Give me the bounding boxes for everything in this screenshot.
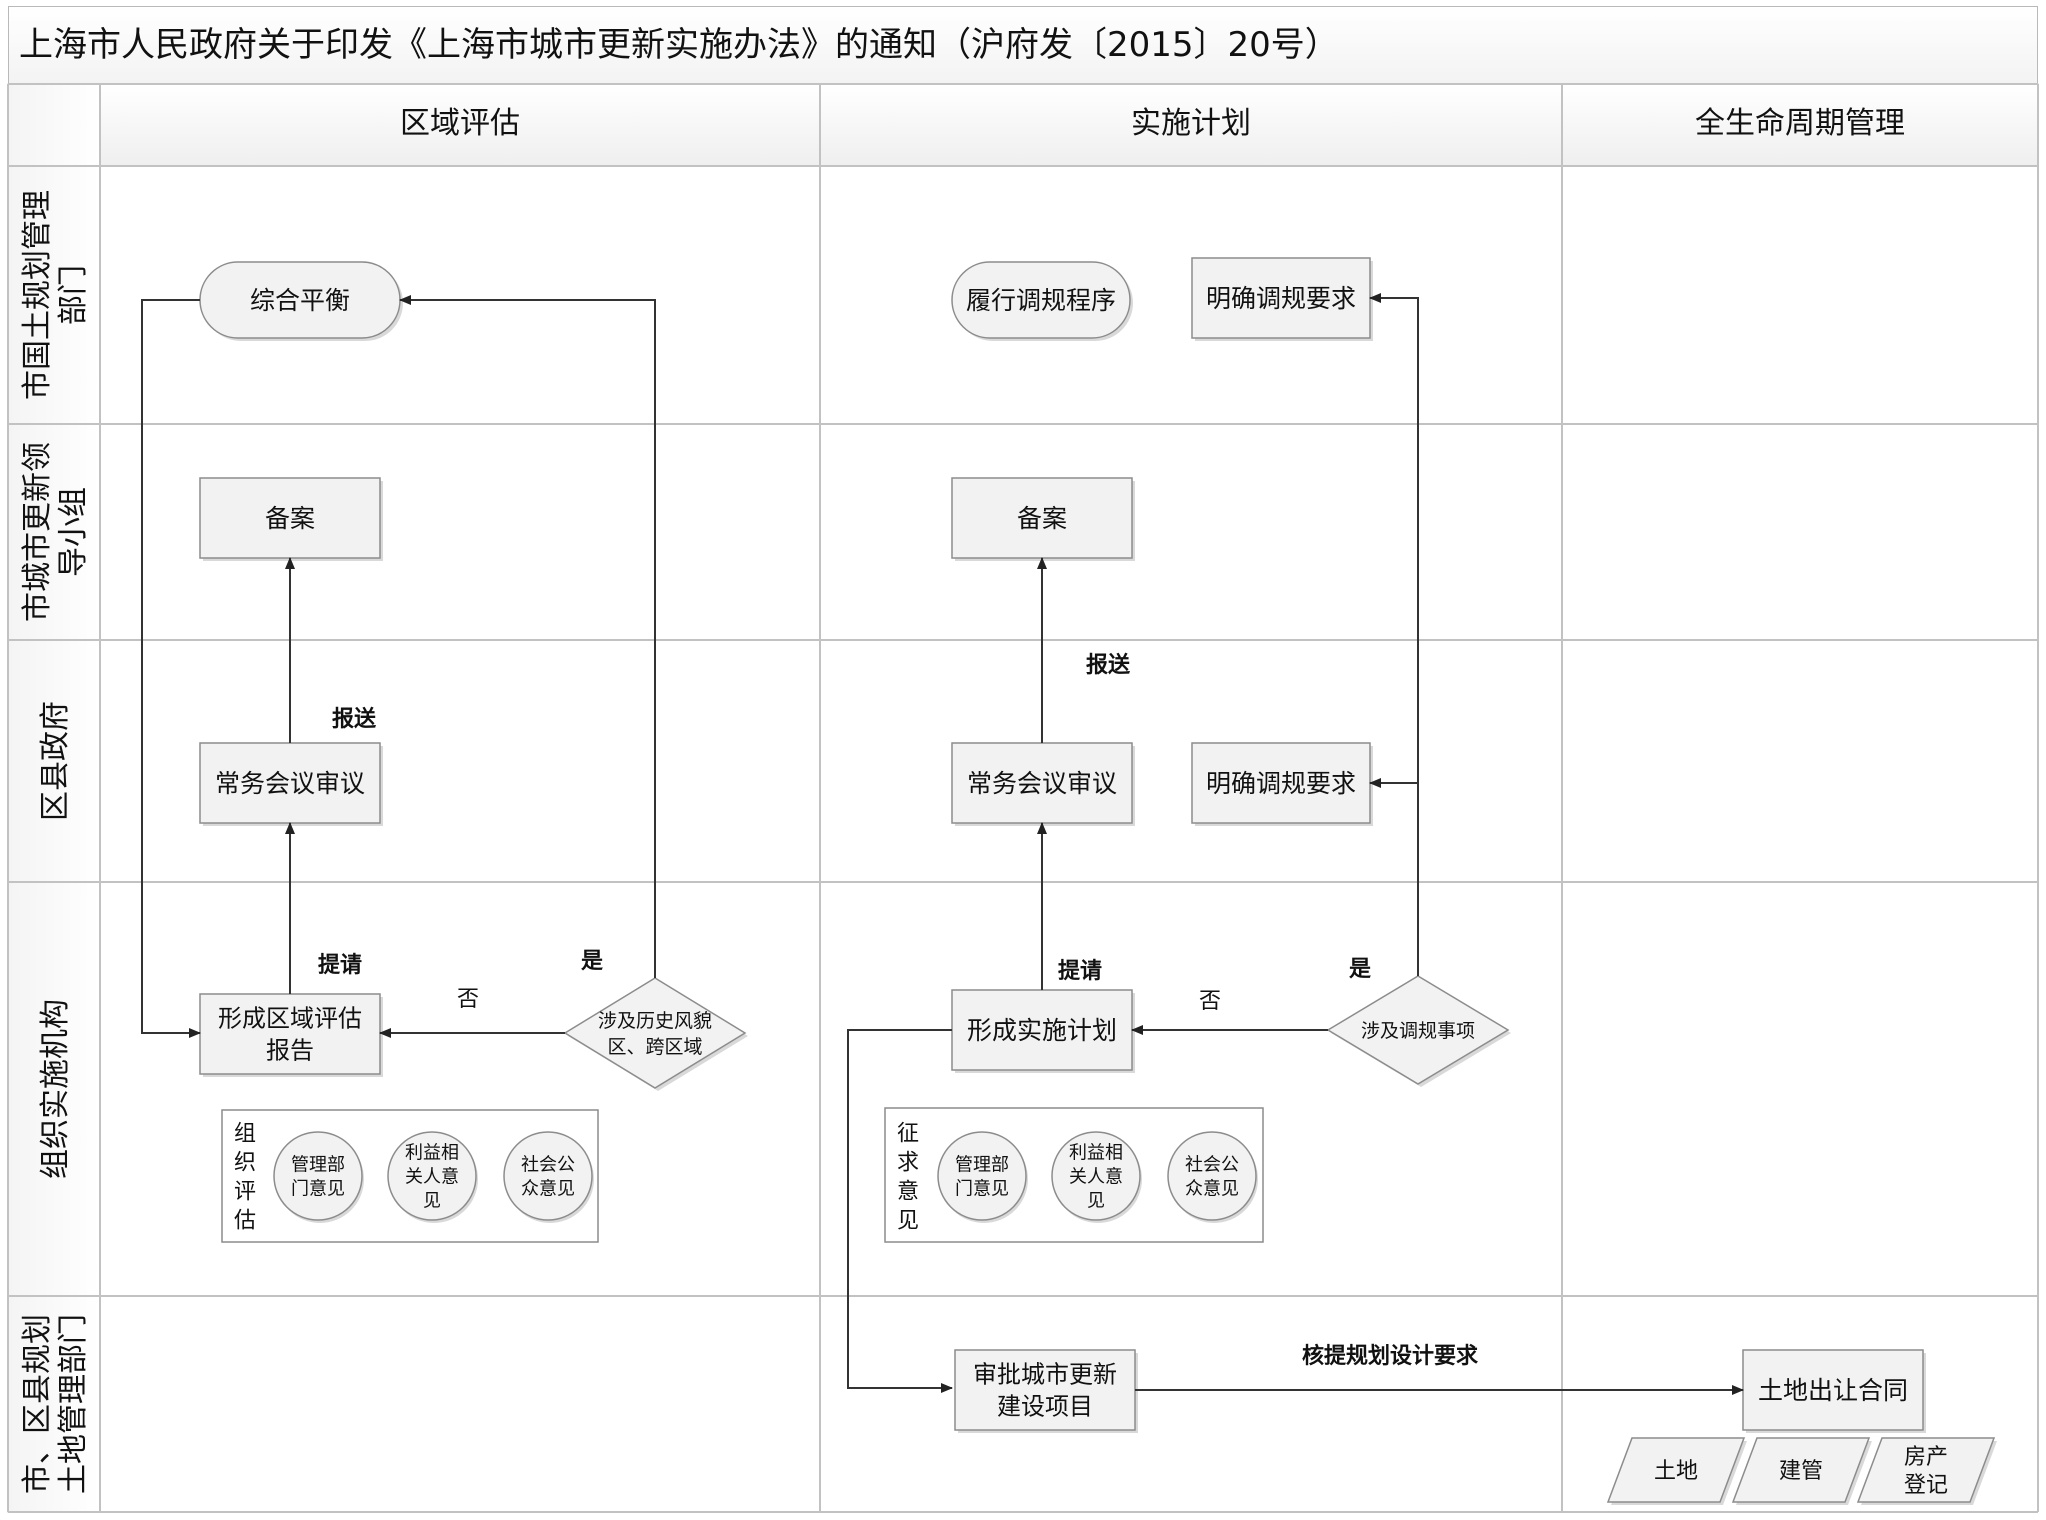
edge-decision2-yes-top (1369, 293, 1419, 976)
node-form-implementation-plan: 形成实施计划 (951, 989, 1135, 1073)
svg-text:管理部门意见: 管理部门意见 (955, 1154, 1009, 1199)
node-land-transfer-contract: 土地出让合同 (1742, 1349, 1926, 1433)
node-decision-historic-area: 涉及历史风貌区、跨区域 (563, 977, 748, 1091)
svg-text:审批城市更新建设项目: 审批城市更新建设项目 (973, 1361, 1117, 1421)
svg-text:常务会议审议: 常务会议审议 (215, 769, 365, 798)
doc-construction: 建管 (1731, 1437, 1872, 1505)
node-decision-adjustment: 涉及调规事项 (1326, 975, 1511, 1087)
lane-header-column (7, 83, 101, 1513)
edge-label-request-2: 提请 (1058, 958, 1102, 984)
circle-stakeholder-opinion-1: 利益相关人意见 (387, 1131, 478, 1223)
lane-title-implementing-org: 组织实施机构 (38, 999, 73, 1179)
edge-balance-to-report (141, 299, 201, 1038)
svg-text:备案: 备案 (1017, 504, 1067, 533)
doc-land: 土地 (1606, 1437, 1747, 1505)
node-form-region-report: 形成区域评估报告 (199, 993, 383, 1077)
node-define-adjustment-mid: 明确调规要求 (1191, 742, 1373, 826)
lane-title-planning-land-dept: 市、区县规划土地管理部门 (20, 1314, 91, 1494)
node-define-adjustment-top: 明确调规要求 (1191, 257, 1373, 341)
node-standing-meeting-2: 常务会议审议 (951, 742, 1135, 826)
edge-label-submit-1: 报送 (332, 706, 376, 732)
phase-title-region-assessment: 区域评估 (400, 106, 520, 141)
group-solicit-opinion-label: 征求意见 (897, 1121, 919, 1233)
edge-label-submit-2: 报送 (1086, 652, 1130, 678)
edge-label-no-1: 否 (457, 987, 479, 1012)
svg-text:形成区域评估报告: 形成区域评估报告 (218, 1005, 362, 1065)
node-filing-2: 备案 (951, 477, 1135, 561)
doc-property-registration: 房产登记 (1856, 1437, 1997, 1505)
svg-text:明确调规要求: 明确调规要求 (1206, 284, 1356, 313)
svg-text:常务会议审议: 常务会议审议 (967, 769, 1117, 798)
node-filing-1: 备案 (199, 477, 383, 561)
circle-mgmt-opinion-2: 管理部门意见 (937, 1131, 1028, 1223)
svg-text:明确调规要求: 明确调规要求 (1206, 769, 1356, 798)
svg-text:土地: 土地 (1654, 1459, 1698, 1484)
svg-text:社会公众意见: 社会公众意见 (1185, 1154, 1239, 1199)
svg-text:形成实施计划: 形成实施计划 (967, 1016, 1117, 1045)
circle-stakeholder-opinion-2: 利益相关人意见 (1051, 1131, 1142, 1223)
svg-text:综合平衡: 综合平衡 (250, 286, 350, 315)
edge-label-no-2: 否 (1199, 989, 1221, 1014)
diagram-title: 上海市人民政府关于印发《上海市城市更新实施办法》的通知（沪府发〔2015〕20号… (8, 6, 2038, 84)
svg-text:涉及历史风貌区、跨区域: 涉及历史风貌区、跨区域 (598, 1010, 712, 1058)
svg-text:土地出让合同: 土地出让合同 (1758, 1376, 1908, 1405)
node-approve-renewal-project: 审批城市更新建设项目 (954, 1349, 1138, 1433)
svg-text:备案: 备案 (265, 504, 315, 533)
phase-title-implementation-plan: 实施计划 (1131, 106, 1251, 141)
node-perform-adjustment-procedure: 履行调规程序 (951, 261, 1133, 341)
phase-title-lifecycle: 全生命周期管理 (1695, 106, 1905, 141)
svg-text:履行调规程序: 履行调规程序 (966, 286, 1116, 315)
svg-text:利益相关人意见: 利益相关人意见 (405, 1142, 459, 1211)
edge-label-yes-1: 是 (581, 949, 603, 974)
edge-label-yes-2: 是 (1349, 957, 1371, 982)
circle-mgmt-opinion-1: 管理部门意见 (273, 1131, 364, 1223)
group-organize-assessment-label: 组织评估 (234, 1121, 256, 1233)
svg-text:利益相关人意见: 利益相关人意见 (1069, 1142, 1123, 1211)
svg-text:房产登记: 房产登记 (1904, 1445, 1948, 1498)
lane-title-city-planning: 市国土规划管理部门 (20, 190, 91, 400)
svg-text:社会公众意见: 社会公众意见 (521, 1154, 575, 1199)
edge-label-planning-requirements: 核提规划设计要求 (1302, 1343, 1478, 1369)
edge-plan-to-approval (847, 1029, 953, 1393)
circle-public-opinion-1: 社会公众意见 (503, 1131, 594, 1223)
lane-title-district-gov: 区县政府 (38, 701, 73, 821)
lane-title-renewal-group: 市城市更新领导小组 (20, 442, 91, 622)
node-comprehensive-balance: 综合平衡 (199, 261, 403, 341)
circle-public-opinion-2: 社会公众意见 (1167, 1131, 1258, 1223)
edge-label-request-1: 提请 (318, 952, 362, 978)
svg-text:涉及调规事项: 涉及调规事项 (1361, 1020, 1475, 1042)
svg-text:建管: 建管 (1779, 1459, 1823, 1484)
node-standing-meeting-1: 常务会议审议 (199, 742, 383, 826)
edge-decision1-yes (399, 295, 656, 978)
svg-text:管理部门意见: 管理部门意见 (291, 1154, 345, 1199)
